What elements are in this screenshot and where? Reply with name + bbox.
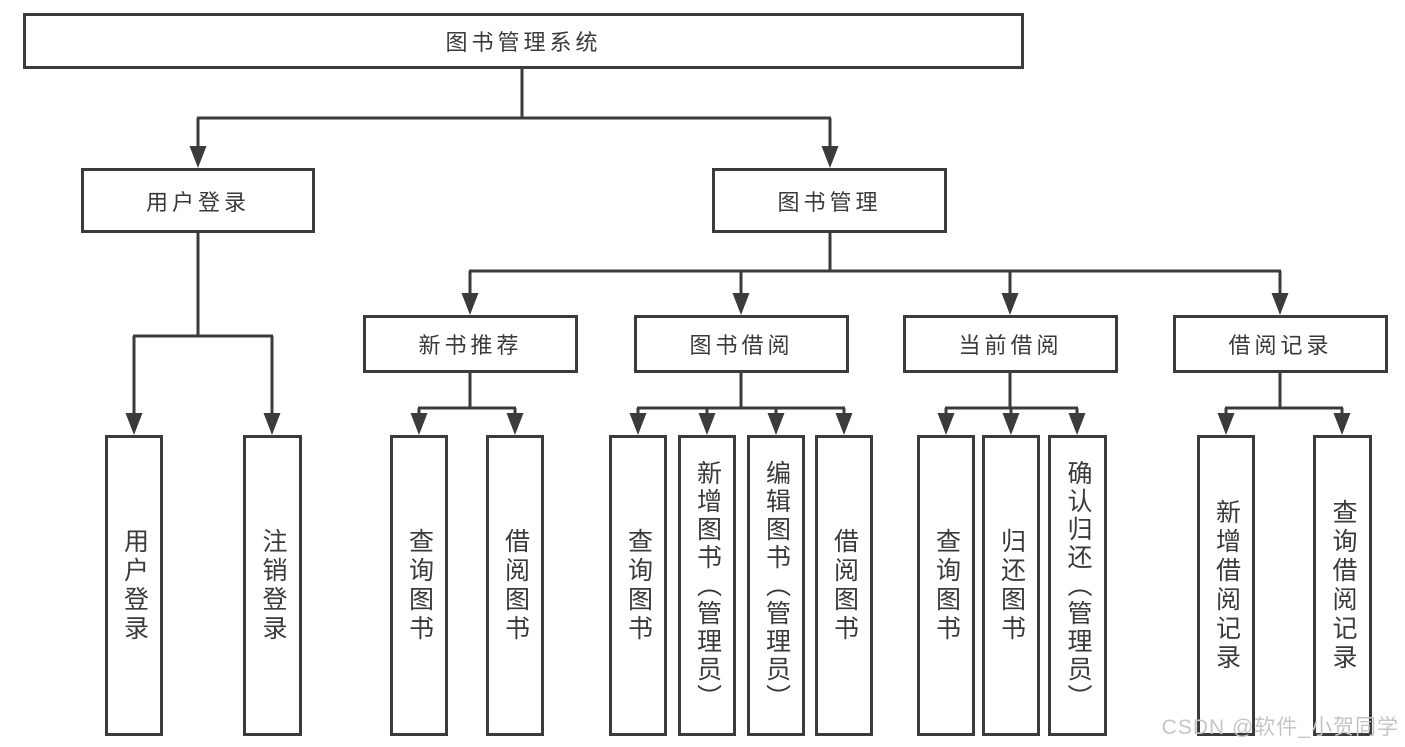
arrowhead (629, 413, 647, 435)
node-borrow-books-action: 借阅图书 (815, 435, 873, 736)
node-query-books-recommend: 查询图书 (390, 435, 448, 736)
node-label: 图书管理 (777, 189, 882, 215)
node-label: 查询图书 (405, 527, 434, 644)
arrowhead (821, 146, 839, 168)
edge-borrow-records-to-leaves (1224, 373, 1344, 415)
node-label: 借阅图书 (830, 527, 859, 644)
arrowhead (410, 413, 428, 435)
arrowhead (767, 413, 785, 435)
node-label: 归还图书 (997, 527, 1026, 644)
arrowhead (835, 413, 853, 435)
node-query-borrow-record: 查询借阅记录 (1313, 435, 1372, 736)
node-label: 图书管理系统 (445, 30, 602, 55)
node-label: 查询图书 (624, 527, 653, 644)
node-label: 借阅图书 (501, 527, 530, 644)
node-label: 查询借阅记录 (1329, 498, 1357, 673)
node-label: 用户登录 (120, 527, 149, 644)
node-label: 查询图书 (932, 527, 961, 644)
node-add-books-admin: 新增图书（管理员） (678, 435, 736, 736)
watermark: CSDN @软件_小贺同学 (1161, 716, 1399, 739)
node-label: 注销登录 (259, 527, 287, 644)
node-add-borrow-record: 新增借阅记录 (1197, 435, 1255, 736)
node-return-books: 归还图书 (982, 435, 1040, 736)
node-library-management-system: 图书管理系统 (23, 13, 1024, 69)
node-label: 图书借阅 (689, 333, 794, 358)
node-query-books-borrow: 查询图书 (609, 435, 667, 736)
arrowhead (461, 293, 479, 315)
node-label: 当前借阅 (958, 333, 1063, 358)
arrowhead (1001, 293, 1019, 315)
node-user-login-action: 用户登录 (105, 435, 163, 736)
node-book-management: 图书管理 (712, 168, 947, 233)
arrowhead (263, 413, 281, 435)
edge-book-management-to-level3 (468, 233, 1282, 295)
node-label: 新增借阅记录 (1212, 498, 1241, 673)
arrowhead (732, 293, 750, 315)
node-book-borrow: 图书借阅 (634, 315, 849, 373)
node-user-login: 用户登录 (81, 168, 315, 233)
arrowhead (698, 413, 716, 435)
node-label: 编辑图书（管理员） (762, 459, 791, 712)
edge-root-to-level2 (196, 69, 832, 148)
node-label: 新书推荐 (418, 333, 523, 358)
node-label: 借阅记录 (1228, 333, 1333, 358)
node-current-borrow: 当前借阅 (903, 315, 1118, 373)
arrowhead (189, 146, 207, 168)
node-new-book-recommend: 新书推荐 (363, 315, 578, 373)
node-confirm-return-admin: 确认归还（管理员） (1048, 435, 1107, 736)
arrowhead (1271, 293, 1289, 315)
node-edit-books-admin: 编辑图书（管理员） (747, 435, 805, 736)
edge-user-login-to-leaves (132, 233, 274, 415)
edge-current-borrow-to-leaves (944, 373, 1079, 415)
edge-book-borrow-to-leaves (636, 373, 846, 415)
node-label: 新增图书（管理员） (693, 459, 722, 712)
arrowhead (1002, 413, 1020, 435)
arrowhead (506, 413, 524, 435)
node-logout-action: 注销登录 (243, 435, 302, 736)
node-label: 用户登录 (145, 189, 250, 215)
arrowhead (1068, 413, 1086, 435)
edge-new-book-recommend-to-leaves (417, 373, 517, 415)
arrowhead (125, 413, 143, 435)
arrowhead (937, 413, 955, 435)
node-borrow-records: 借阅记录 (1173, 315, 1388, 373)
node-label: 确认归还（管理员） (1064, 459, 1092, 712)
arrowhead (1217, 413, 1235, 435)
node-borrow-books-recommend: 借阅图书 (486, 435, 544, 736)
arrowhead (1333, 413, 1351, 435)
node-query-books-current: 查询图书 (917, 435, 975, 736)
